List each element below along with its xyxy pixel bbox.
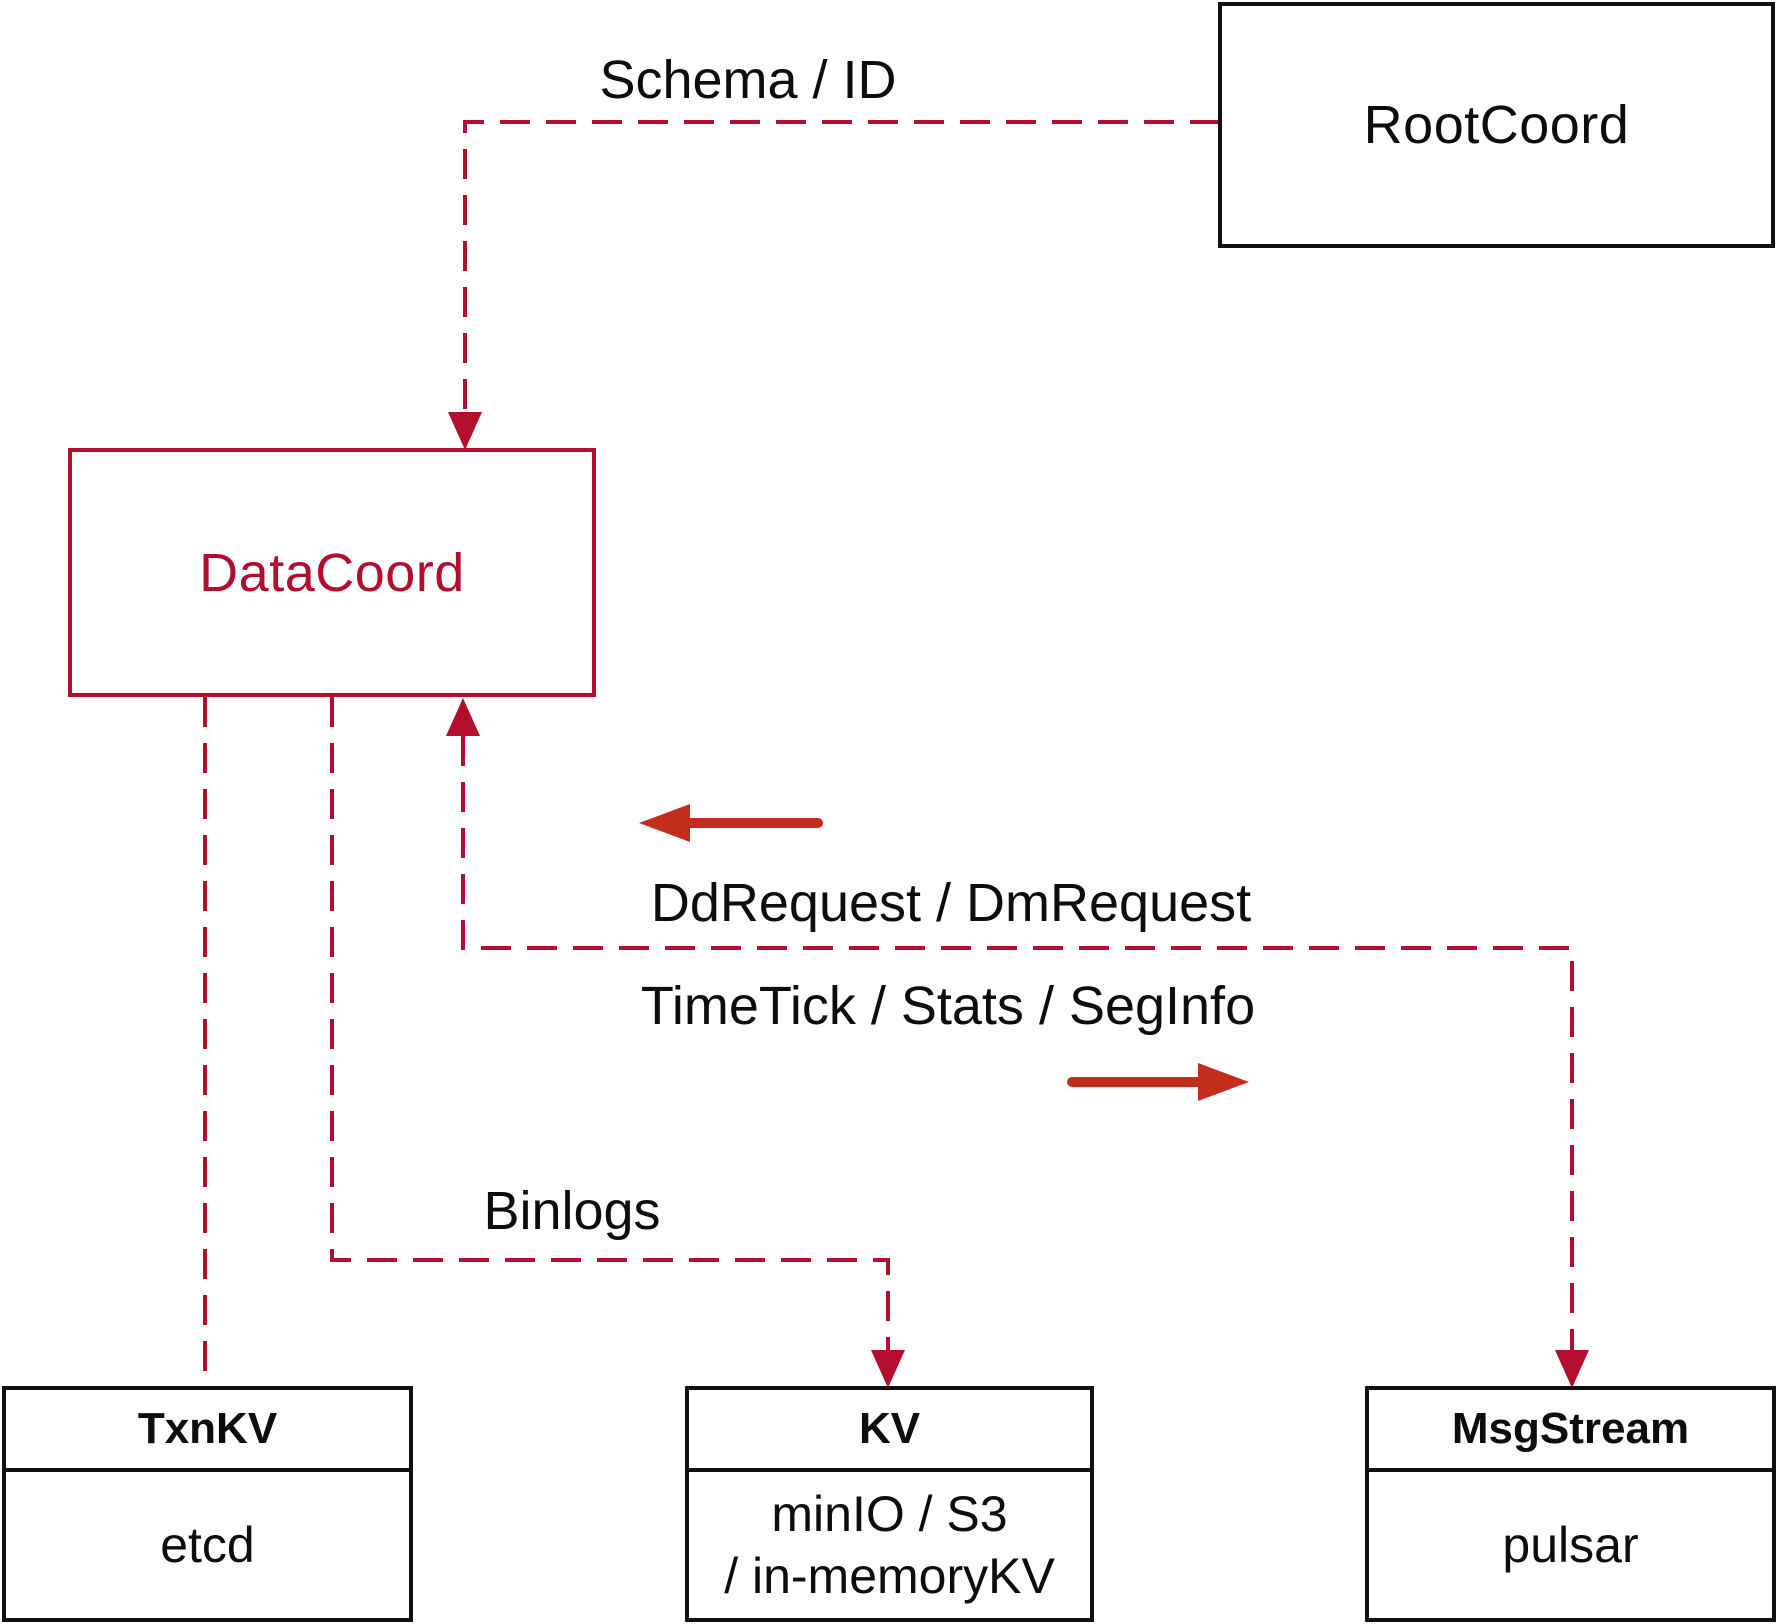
node-kv: KV minIO / S3 / in-memoryKV [685, 1386, 1094, 1622]
kv-body: minIO / S3 / in-memoryKV [689, 1472, 1090, 1618]
edge-datacoord-to-kv-binlogs [330, 697, 890, 1379]
arrowhead-into-msgstream-top [1555, 1350, 1589, 1388]
right-direction-arrow-head [1198, 1063, 1249, 1101]
kv-impl-line2: / in-memoryKV [724, 1548, 1055, 1604]
edge-label-ddrequest-dmrequest: DdRequest / DmRequest [650, 873, 1252, 933]
rootcoord-label: RootCoord [1363, 95, 1630, 155]
arrowhead-into-datacoord-bottom [446, 698, 480, 736]
edge-msgstream-to-datacoord [461, 736, 1574, 1379]
edge-rootcoord-to-datacoord [463, 120, 1220, 441]
txnkv-body: etcd [6, 1472, 409, 1618]
arrowhead-into-datacoord-top [448, 412, 482, 450]
edge-label-binlogs: Binlogs [483, 1181, 661, 1241]
txnkv-impl-label: etcd [160, 1516, 255, 1573]
edge-label-schema-id: Schema / ID [599, 50, 897, 110]
node-datacoord: DataCoord [68, 448, 596, 697]
edge-label-timetick-stats-seginfo: TimeTick / Stats / SegInfo [640, 976, 1256, 1036]
node-txnkv: TxnKV etcd [2, 1386, 413, 1622]
kv-header: KV [689, 1390, 1090, 1472]
msgstream-body: pulsar [1369, 1472, 1772, 1618]
datacoord-label: DataCoord [199, 542, 465, 603]
msgstream-impl-label: pulsar [1502, 1516, 1639, 1573]
node-msgstream: MsgStream pulsar [1365, 1386, 1776, 1622]
kv-impl-line1: minIO / S3 [771, 1485, 1008, 1542]
msgstream-header: MsgStream [1369, 1390, 1772, 1472]
txnkv-header: TxnKV [6, 1390, 409, 1472]
arrowhead-into-kv-top [871, 1350, 905, 1388]
node-rootcoord: RootCoord [1218, 2, 1775, 248]
left-direction-arrow-head [639, 804, 690, 842]
